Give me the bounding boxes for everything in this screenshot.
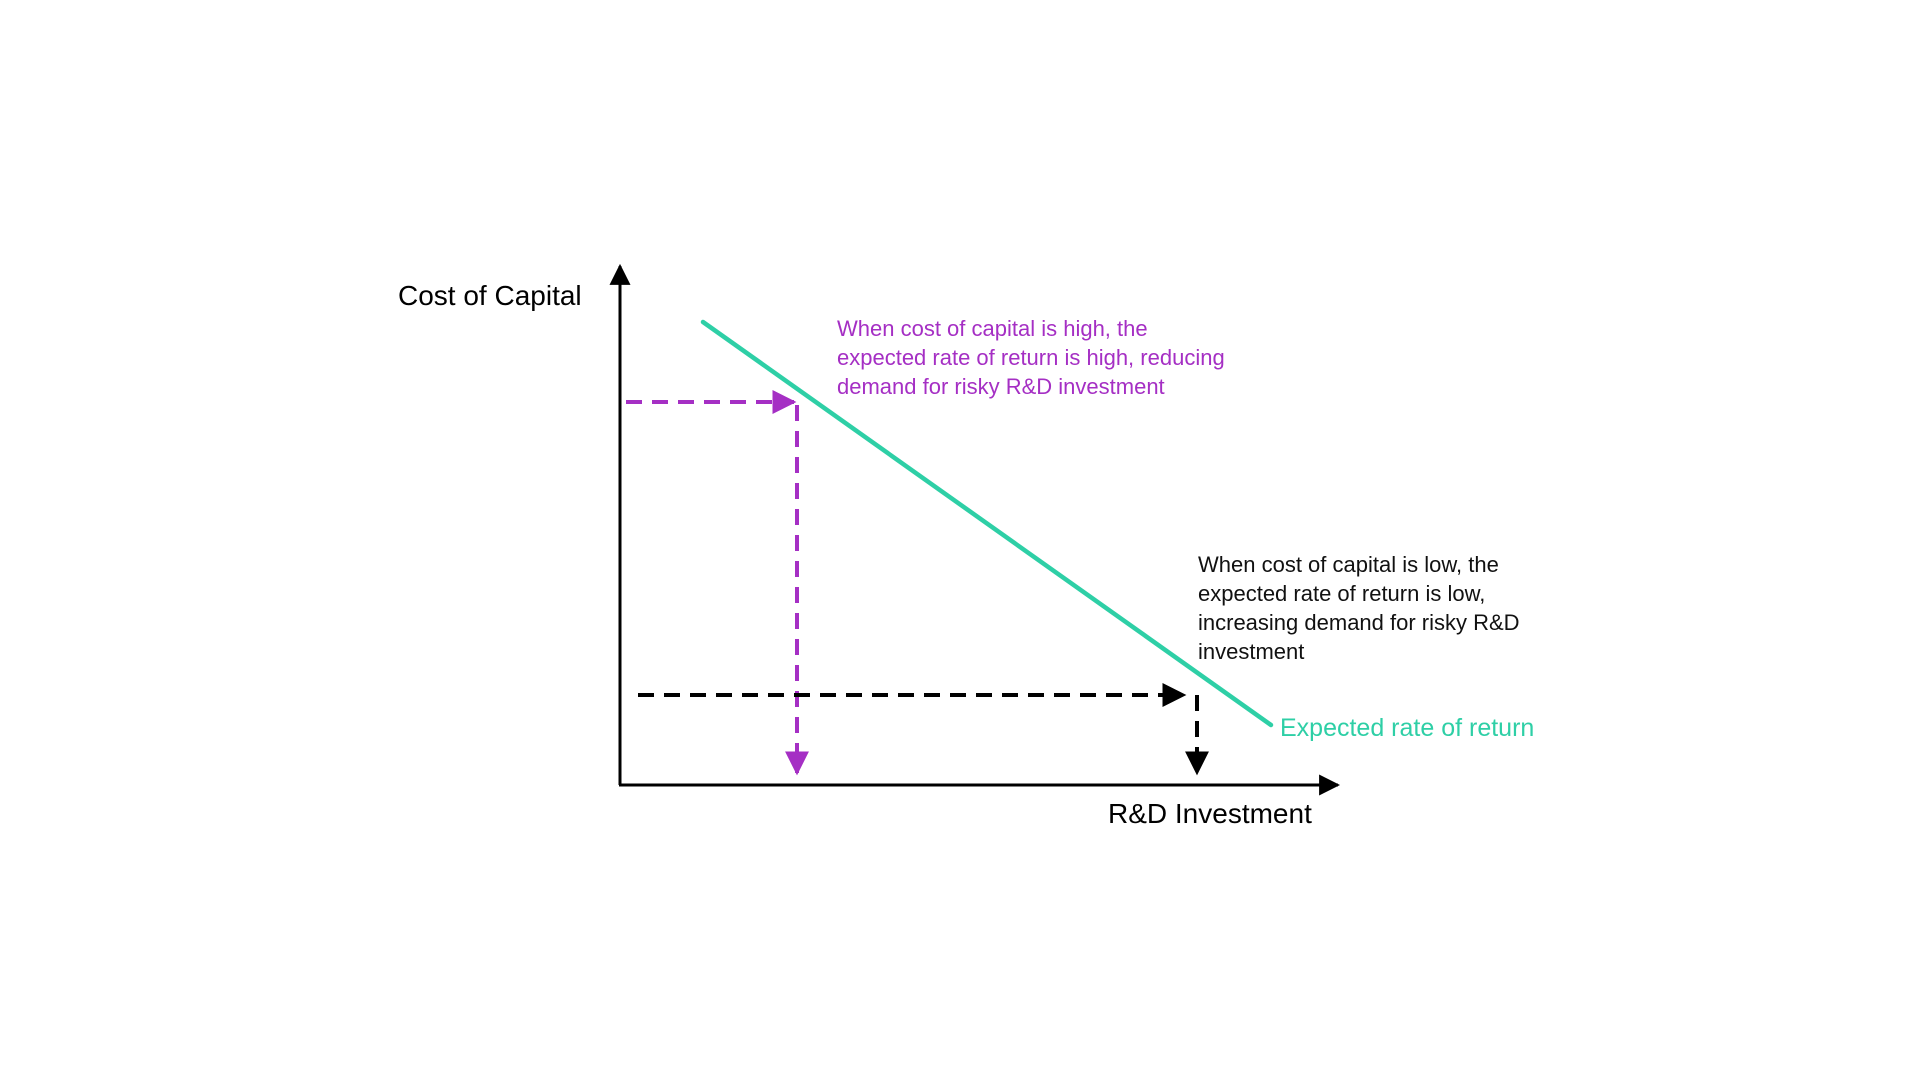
curve-label: Expected rate of return <box>1280 714 1535 742</box>
y-axis-label: Cost of Capital <box>398 280 582 311</box>
x-axis-label: R&D Investment <box>1108 798 1312 829</box>
high-cost-annotation: When cost of capital is high, the expect… <box>837 314 1225 401</box>
low-cost-annotation: When cost of capital is low, the expecte… <box>1198 550 1520 666</box>
low-annotation-line-4: investment <box>1198 639 1305 664</box>
high-annotation-line-1: When cost of capital is high, the <box>837 316 1148 341</box>
high-annotation-line-3: demand for risky R&D investment <box>837 374 1165 399</box>
high-annotation-line-2: expected rate of return is high, reducin… <box>837 345 1225 370</box>
low-annotation-line-1: When cost of capital is low, the <box>1198 552 1499 577</box>
low-annotation-line-2: expected rate of return is low, <box>1198 581 1486 606</box>
low-annotation-line-3: increasing demand for risky R&D <box>1198 610 1520 635</box>
expected-return-line <box>700 319 1274 728</box>
